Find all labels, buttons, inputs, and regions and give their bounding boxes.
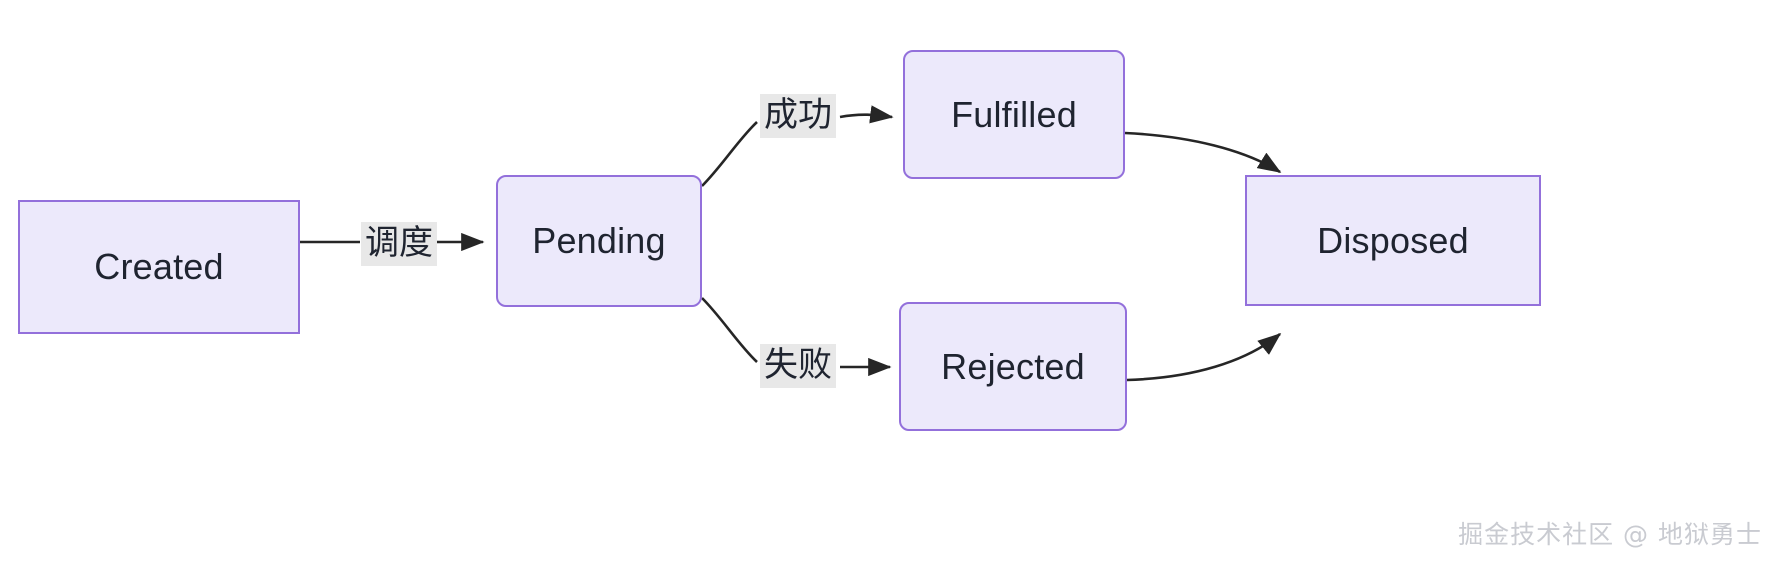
edge-fulfilled-disposed (1124, 131, 1282, 174)
node-fulfilled-label: Fulfilled (951, 93, 1077, 135)
edge-label-pending-fulfilled: 成功 (760, 94, 836, 139)
node-rejected-label: Rejected (941, 345, 1085, 387)
node-fulfilled[interactable]: Fulfilled (903, 50, 1125, 179)
node-created-label: Created (94, 246, 224, 287)
node-disposed[interactable]: Disposed (1245, 175, 1541, 306)
node-disposed-label: Disposed (1317, 219, 1469, 261)
edge-label-created-pending: 调度 (361, 222, 437, 267)
edge-label-pending-rejected: 失败 (760, 344, 836, 389)
node-pending[interactable]: Pending (496, 175, 702, 307)
edge-rejected-disposed (1126, 332, 1282, 382)
node-created[interactable]: Created (18, 200, 300, 334)
watermark: 掘金技术社区 @ 地狱勇士 (1458, 520, 1762, 549)
node-rejected[interactable]: Rejected (899, 302, 1127, 431)
node-pending-label: Pending (532, 220, 666, 261)
